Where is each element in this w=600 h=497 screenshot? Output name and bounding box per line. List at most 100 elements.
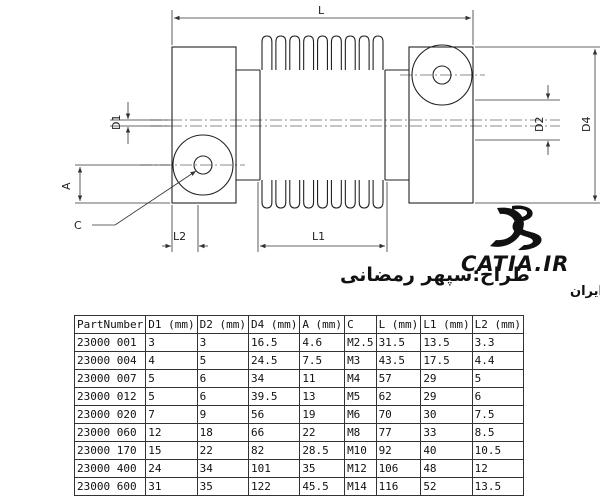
- table-cell: 106: [375, 459, 422, 478]
- table-cell: 6: [196, 369, 249, 388]
- table-cell: M5: [344, 387, 377, 406]
- table-cell: 8.5: [471, 423, 525, 442]
- table-cell: 31.5: [375, 333, 422, 352]
- table-cell: 31: [145, 477, 198, 496]
- table-cell: 116: [375, 477, 422, 496]
- table-cell: 3: [196, 333, 249, 352]
- table-cell: M3: [344, 351, 377, 370]
- table-cell: 3: [145, 333, 198, 352]
- table-cell: 5: [471, 369, 525, 388]
- right-clamp-screw: [432, 65, 452, 85]
- table-cell: 6: [196, 387, 249, 406]
- bellows: [236, 35, 409, 209]
- table-cell: 34: [196, 459, 249, 478]
- table-cell: 18: [196, 423, 249, 442]
- table-cell: 23000 600: [73, 477, 147, 496]
- table-cell: 35: [196, 477, 249, 496]
- dimension-L: [171, 10, 474, 45]
- table-cell: 66: [247, 423, 301, 442]
- table-cell: 43.5: [375, 351, 422, 370]
- coupling-drawing: L D1 D2 D4 A C L2: [60, 4, 600, 299]
- table-cell: M2.5: [344, 333, 377, 352]
- col-c: C: [344, 315, 377, 334]
- designer-credit: طراح:سپهر رمضانی: [340, 264, 530, 286]
- dimension-D1: [110, 102, 170, 144]
- left-hub-bore: [172, 134, 234, 196]
- table-cell: 13.5: [471, 477, 525, 496]
- table-cell: 22: [196, 441, 249, 460]
- table-cell: 9: [196, 405, 249, 424]
- table-cell: 40: [420, 441, 473, 460]
- dimension-L1: [257, 182, 388, 252]
- col-d2: D2 (mm): [196, 315, 249, 334]
- table-cell: 52: [420, 477, 473, 496]
- table-cell: 57: [375, 369, 422, 388]
- table-cell: 15: [145, 441, 198, 460]
- dim-label-C: C: [74, 219, 82, 232]
- table-cell: 24: [145, 459, 198, 478]
- table-cell: 13: [299, 387, 346, 406]
- col-partnumber: PartNumber: [73, 315, 147, 334]
- table-cell: 17.5: [420, 351, 473, 370]
- table-cell: 13.5: [420, 333, 473, 352]
- table-cell: 7: [145, 405, 198, 424]
- table-cell: 23000 004: [73, 351, 147, 370]
- table-cell: 122: [247, 477, 301, 496]
- table-cell: 23000 400: [73, 459, 147, 478]
- table-header-row: PartNumber D1 (mm) D2 (mm) D4 (mm) A (mm…: [73, 315, 525, 334]
- col-l2: L2 (mm): [471, 315, 525, 334]
- table-cell: 92: [375, 441, 422, 460]
- left-hub: [171, 46, 237, 204]
- col-a: A (mm): [299, 315, 346, 334]
- dimension-L2: [162, 205, 208, 252]
- table-cell: M6: [344, 405, 377, 424]
- table-cell: 4.6: [299, 333, 346, 352]
- table-cell: 62: [375, 387, 422, 406]
- table-cell: 12: [471, 459, 525, 478]
- table-cell: M12: [344, 459, 377, 478]
- table-cell: 70: [375, 405, 422, 424]
- table-cell: 23000 020: [73, 405, 147, 424]
- table-cell: 6: [471, 387, 525, 406]
- dim-label-L: L: [318, 4, 325, 17]
- table-cell: 4.4: [471, 351, 525, 370]
- ds-logo-icon: [490, 205, 542, 251]
- table-cell: 5: [196, 351, 249, 370]
- dimension-A: [75, 164, 170, 204]
- table-cell: 29: [420, 369, 473, 388]
- right-hub: [408, 46, 474, 204]
- leader-C: [92, 170, 197, 226]
- dimension-D2: [475, 85, 560, 155]
- table-cell: 56: [247, 405, 301, 424]
- table-cell: 23000 007: [73, 369, 147, 388]
- dim-label-A: A: [60, 182, 73, 190]
- table-cell: 33: [420, 423, 473, 442]
- dim-label-D1: D1: [110, 115, 123, 130]
- col-l: L (mm): [375, 315, 422, 334]
- table-cell: 11: [299, 369, 346, 388]
- table-cell: 39.5: [247, 387, 301, 406]
- col-l1: L1 (mm): [420, 315, 473, 334]
- table-cell: 5: [145, 387, 198, 406]
- table-cell: 16.5: [247, 333, 301, 352]
- left-clamp-screw: [193, 155, 213, 175]
- center-lines: [140, 74, 560, 166]
- col-d1: D1 (mm): [145, 315, 198, 334]
- table-cell: 23000 001: [73, 333, 147, 352]
- table-cell: 101: [247, 459, 301, 478]
- table-cell: 7.5: [299, 351, 346, 370]
- table-cell: 19: [299, 405, 346, 424]
- table-cell: 45.5: [299, 477, 346, 496]
- table-cell: 3.3: [471, 333, 525, 352]
- col-d4: D4 (mm): [247, 315, 301, 334]
- table-cell: 5: [145, 369, 198, 388]
- table-cell: 4: [145, 351, 198, 370]
